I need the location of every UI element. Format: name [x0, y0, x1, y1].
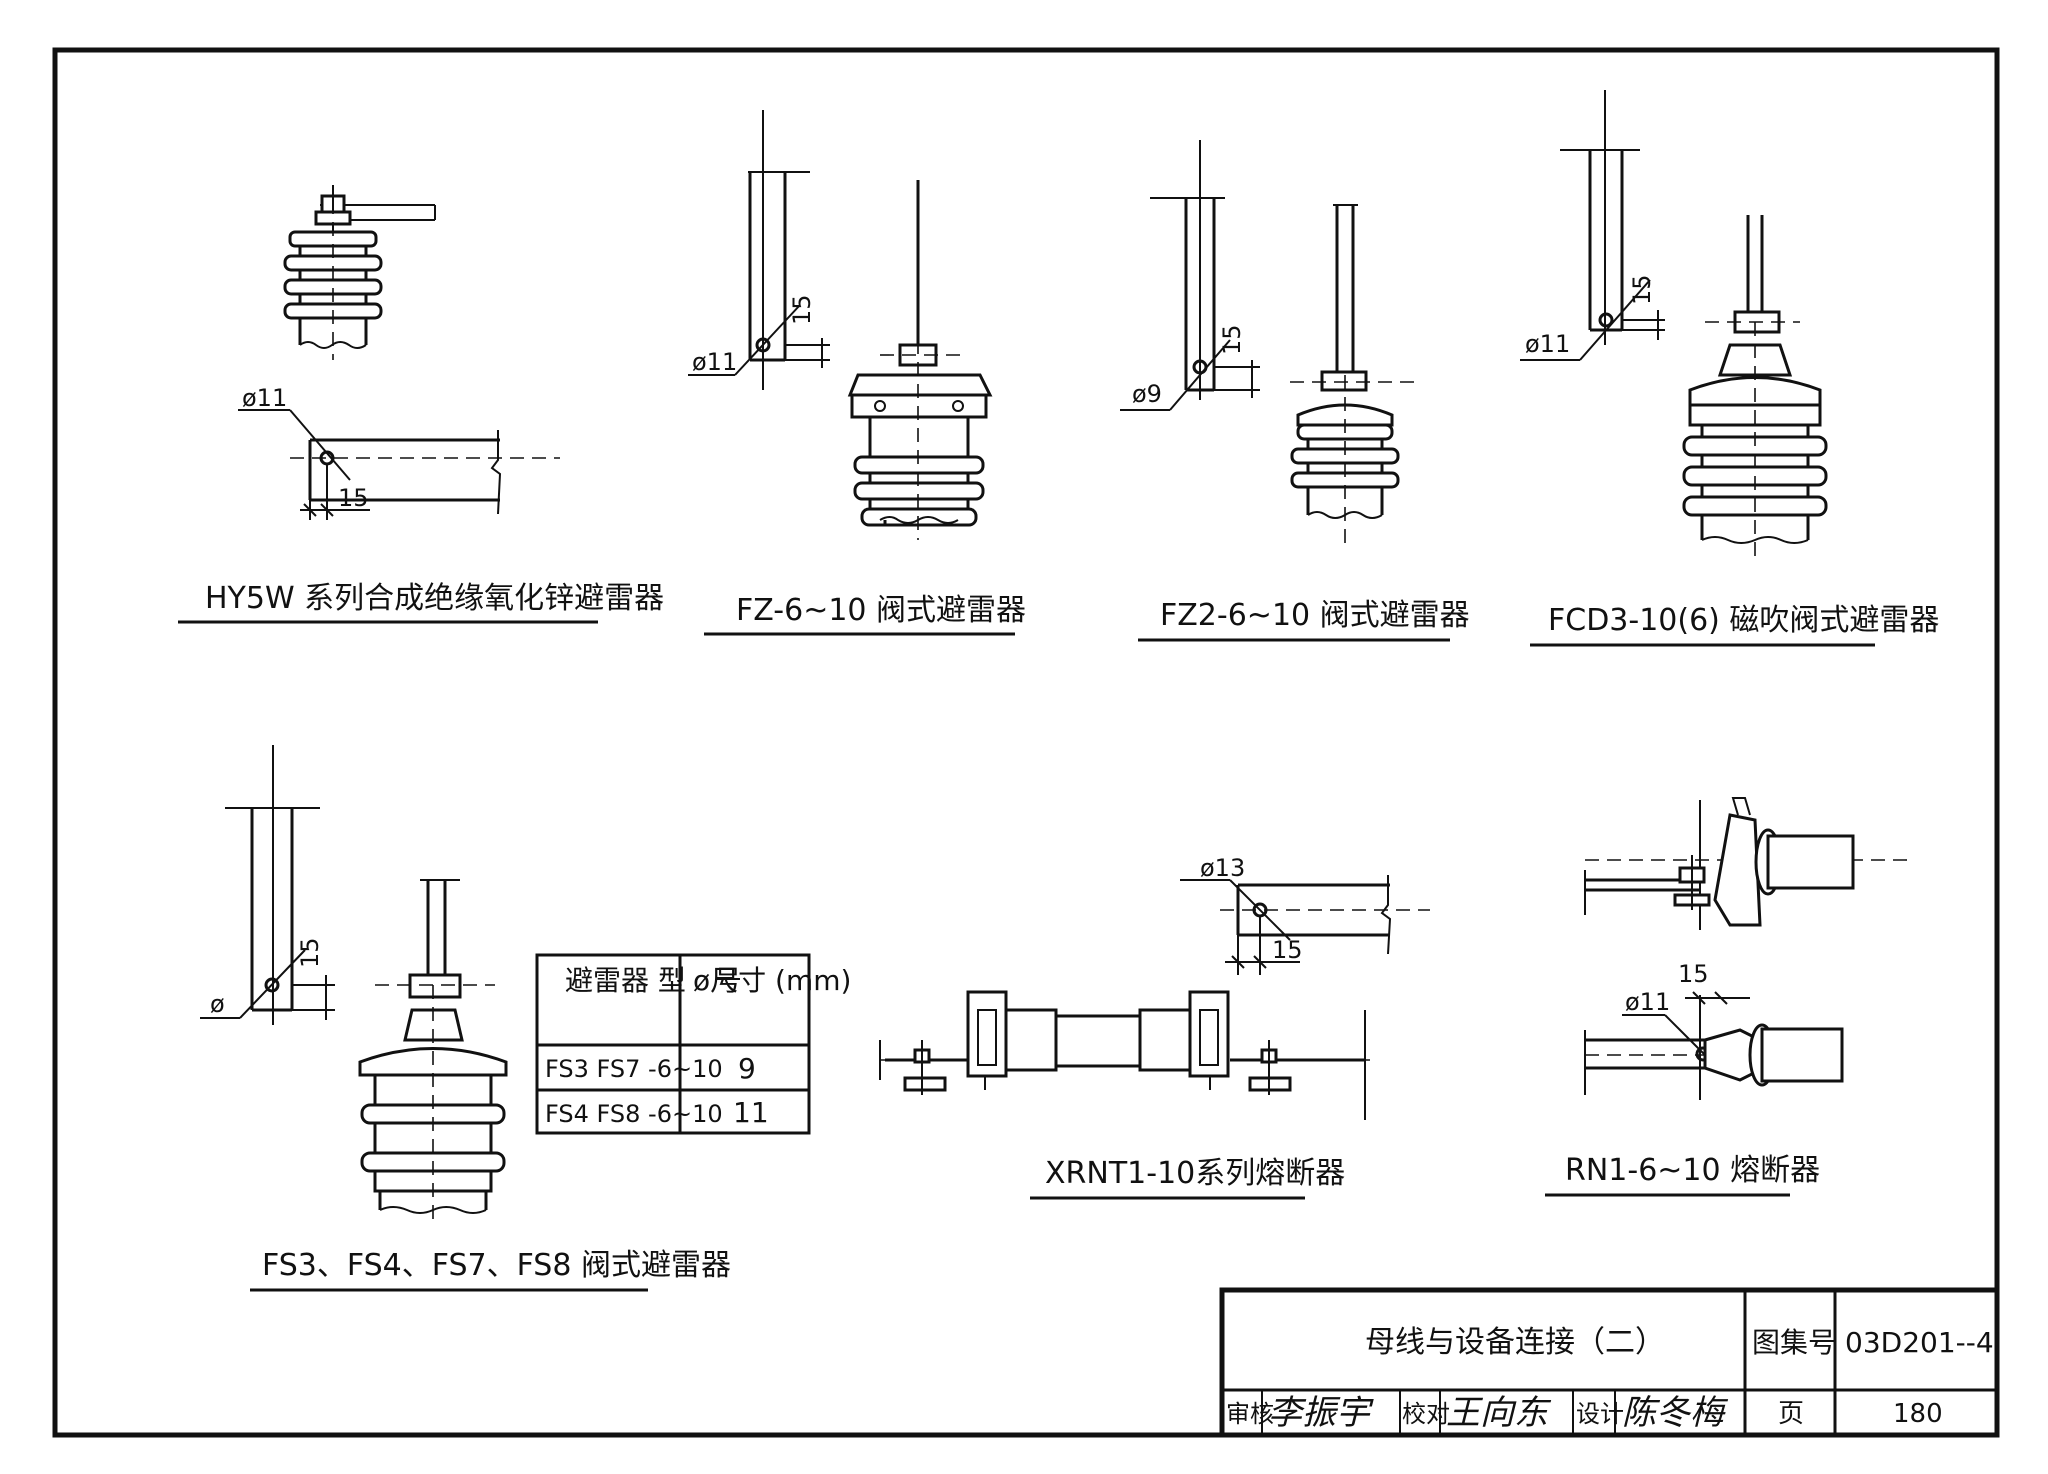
title-block-design-signature: 陈冬梅 — [1622, 1393, 1729, 1433]
hy5w-edge-dim: 15 — [338, 484, 369, 512]
fz-edge-dim: 15 — [788, 294, 816, 325]
title-block-design-label: 设计 — [1576, 1400, 1624, 1428]
xrnt1-caption: XRNT1-10系列熔断器 — [1045, 1156, 1345, 1191]
spec-table-header-model: 避雷器 型 号 — [565, 964, 742, 997]
spec-table-row1-size: 9 — [738, 1052, 756, 1085]
drawing-frame — [52, 47, 2000, 1438]
spec-table — [535, 953, 811, 1135]
fs-arrester-drawing — [200, 745, 508, 1225]
xrnt1-edge-dim: 15 — [1272, 936, 1303, 964]
hy5w-arrester-drawing — [238, 185, 560, 520]
spec-table-row2-model: FS4 FS8 -6~10 — [545, 1100, 723, 1128]
title-block-check-signature: 王向东 — [1446, 1393, 1552, 1433]
xrnt1-fuse-drawing — [879, 875, 1430, 1120]
spec-table-row1-model: FS3 FS7 -6~10 — [545, 1055, 723, 1083]
fz2-caption: FZ2-6~10 阀式避雷器 — [1160, 598, 1470, 633]
title-block-check-label: 校对 — [1402, 1400, 1450, 1428]
fs-caption: FS3、FS4、FS7、FS8 阀式避雷器 — [262, 1248, 731, 1283]
fz-caption: FZ-6~10 阀式避雷器 — [736, 593, 1026, 628]
fcd3-arrester-drawing — [1520, 90, 1828, 560]
rn1-caption: RN1-6~10 熔断器 — [1565, 1153, 1820, 1188]
fcd3-caption: FCD3-10(6) 磁吹阀式避雷器 — [1548, 603, 1939, 638]
title-block-atlas-label: 图集号 — [1752, 1326, 1836, 1359]
title-block-title: 母线与设备连接（二） — [1365, 1325, 1665, 1360]
fz-arrester-drawing — [688, 110, 993, 540]
fz2-arrester-drawing — [1120, 140, 1420, 550]
hy5w-hole-dim: ø11 — [242, 384, 287, 412]
title-block-atlas-no: 03D201--4 — [1845, 1326, 1994, 1359]
title-block-review-signature: 李振宇 — [1268, 1393, 1374, 1433]
title-block-review-label: 审核 — [1226, 1400, 1274, 1428]
fz-hole-dim: ø11 — [692, 348, 737, 376]
title-block-page-no: 180 — [1893, 1399, 1943, 1429]
rn1-fuse-drawing — [1584, 797, 1910, 1100]
title-block-page-label: 页 — [1778, 1399, 1804, 1429]
hy5w-caption: HY5W 系列合成绝缘氧化锌避雷器 — [205, 581, 664, 616]
xrnt1-hole-dim: ø13 — [1200, 854, 1245, 882]
spec-table-header-size: ø尺寸 (mm) — [693, 964, 851, 997]
fs-edge-dim: 15 — [296, 937, 324, 968]
spec-table-row2-size: 11 — [733, 1096, 769, 1129]
title-block — [1219, 1287, 2000, 1438]
rn1-edge-dim: 15 — [1678, 960, 1709, 988]
fs-hole-dim: ø — [210, 990, 225, 1018]
rn1-hole-dim: ø11 — [1625, 988, 1670, 1016]
fz2-edge-dim: 15 — [1218, 324, 1246, 355]
fcd3-hole-dim: ø11 — [1525, 330, 1570, 358]
fz2-hole-dim: ø9 — [1132, 380, 1162, 408]
fcd3-edge-dim: 15 — [1628, 274, 1656, 305]
